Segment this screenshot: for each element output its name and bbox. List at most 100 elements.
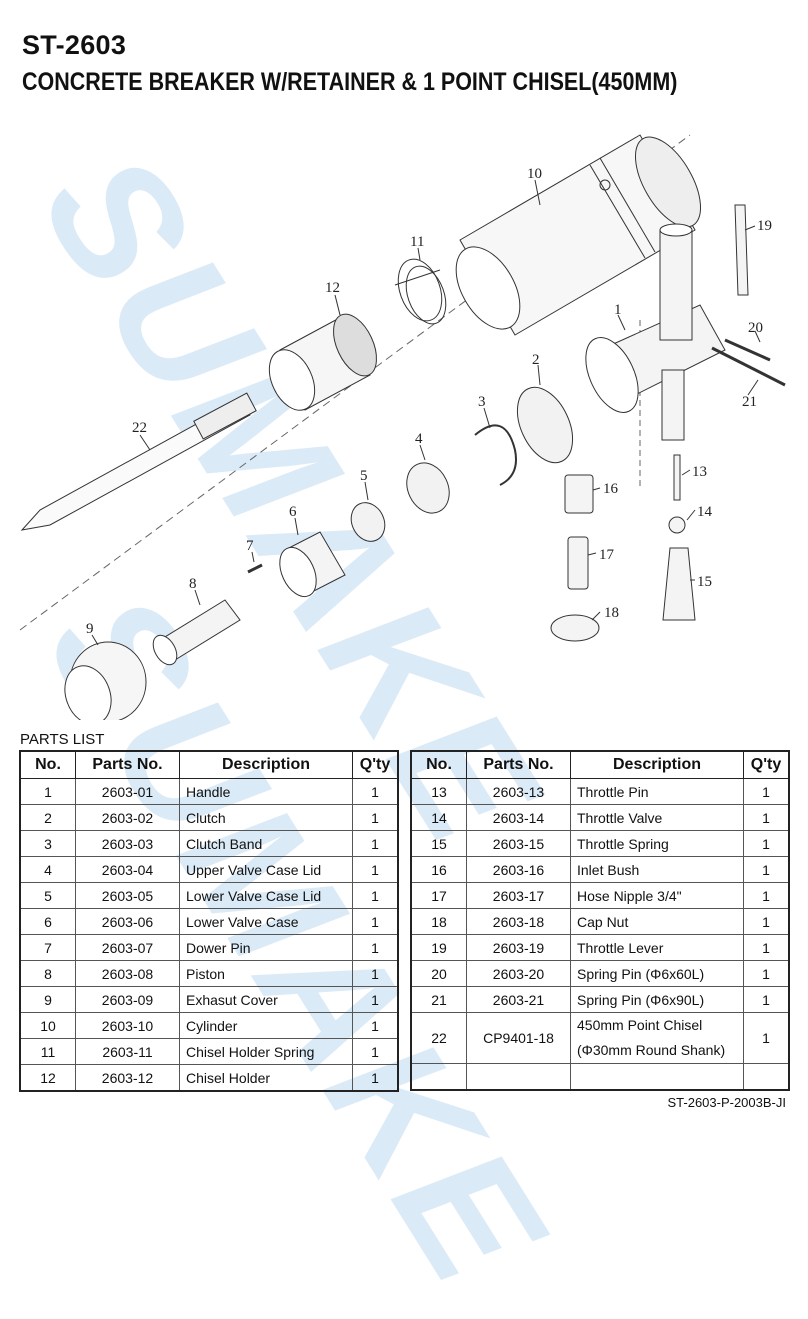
- part-cap-nut-shape: [550, 614, 600, 642]
- cell-description: Piston: [179, 960, 353, 987]
- callout-18: 18: [604, 605, 619, 621]
- cell-qty: 1: [352, 908, 399, 935]
- cell-description: Hose Nipple 3/4": [570, 882, 744, 909]
- callout-10: 10: [527, 166, 542, 182]
- callout-8: 8: [189, 576, 197, 592]
- cell-no: 20: [410, 960, 467, 987]
- cell-empty: [570, 1063, 744, 1091]
- part-chisel-holder-shape: [268, 313, 377, 411]
- cell-qty: 1: [743, 830, 790, 857]
- cell-parts-no: 2603-07: [75, 934, 180, 961]
- part-spring-pin-60-shape: [724, 338, 771, 362]
- callout-2: 2: [532, 352, 540, 368]
- header-no: No.: [410, 750, 467, 779]
- cell-description: Throttle Lever: [570, 934, 744, 961]
- exploded-parts-diagram: 10 11 12 1 2 3 4 5 6 7 8 9 22 19 20 21 1…: [19, 134, 786, 720]
- part-cylinder-shape: [455, 134, 702, 336]
- header-description: Description: [179, 750, 353, 779]
- cell-parts-no: 2603-03: [75, 830, 180, 857]
- cell-qty: 1: [352, 1012, 399, 1039]
- callout-11: 11: [410, 234, 424, 250]
- callout-1: 1: [614, 302, 622, 318]
- cell-no: 1: [19, 778, 76, 805]
- part-throttle-pin-shape: [673, 454, 681, 501]
- header-parts-no: Parts No.: [75, 750, 180, 779]
- cell-qty: 1: [352, 882, 399, 909]
- part-point-chisel-shape: [20, 392, 257, 531]
- cell-description: Clutch: [179, 804, 353, 831]
- callout-22: 22: [132, 420, 147, 436]
- cell-description: Clutch Band: [179, 830, 353, 857]
- header-no: No.: [19, 750, 76, 779]
- part-chisel-holder-spring-shape: [394, 258, 447, 325]
- cell-parts-no: 2603-05: [75, 882, 180, 909]
- cell-qty: 1: [743, 856, 790, 883]
- cell-no: 6: [19, 908, 76, 935]
- cell-parts-no: 2603-01: [75, 778, 180, 805]
- part-throttle-valve-shape: [668, 516, 686, 534]
- part-hose-nipple-shape: [567, 536, 589, 590]
- cell-description: Chisel Holder Spring: [179, 1038, 353, 1065]
- part-throttle-lever-shape: [734, 204, 749, 296]
- header-description: Description: [570, 750, 744, 779]
- cell-parts-no: CP9401-18: [466, 1012, 571, 1064]
- cell-no: 2: [19, 804, 76, 831]
- cell-no: 19: [410, 934, 467, 961]
- cell-qty: 1: [352, 934, 399, 961]
- cell-qty: 1: [352, 1064, 399, 1092]
- cell-description: Lower Valve Case: [179, 908, 353, 935]
- cell-no: 11: [19, 1038, 76, 1065]
- part-clutch-shape: [516, 386, 574, 464]
- cell-qty: 1: [743, 934, 790, 961]
- part-clutch-band-shape: [474, 424, 517, 486]
- cell-parts-no: 2603-16: [466, 856, 571, 883]
- cell-empty: [743, 1063, 790, 1091]
- cell-no: 15: [410, 830, 467, 857]
- cell-no: 10: [19, 1012, 76, 1039]
- table-header-row: No. Parts No. Description Q'ty: [410, 750, 790, 779]
- cell-qty: 1: [352, 856, 399, 883]
- cell-description: Spring Pin (Φ6x60L): [570, 960, 744, 987]
- cell-parts-no: 2603-04: [75, 856, 180, 883]
- cell-description: Inlet Bush: [570, 856, 744, 883]
- cell-parts-no: 2603-21: [466, 986, 571, 1013]
- description-line-2: (Φ30mm Round Shank): [577, 1042, 726, 1058]
- cell-qty: 1: [352, 778, 399, 805]
- callout-16: 16: [603, 481, 619, 497]
- header-qty: Q'ty: [743, 750, 790, 779]
- callout-6: 6: [289, 504, 297, 520]
- cell-no: 13: [410, 778, 467, 805]
- cell-no: 9: [19, 986, 76, 1013]
- part-spring-pin-90-shape: [711, 346, 786, 387]
- cell-parts-no: 2603-15: [466, 830, 571, 857]
- cell-qty: 1: [352, 830, 399, 857]
- product-title: CONCRETE BREAKER W/RETAINER & 1 POINT CH…: [22, 68, 678, 96]
- cell-no: 8: [19, 960, 76, 987]
- table-header-row: No. Parts No. Description Q'ty: [19, 750, 399, 779]
- cell-description: Upper Valve Case Lid: [179, 856, 353, 883]
- part-lower-valve-case-shape: [279, 531, 346, 598]
- cell-no: 3: [19, 830, 76, 857]
- part-throttle-spring-shape: [662, 547, 696, 621]
- cell-qty: 1: [352, 986, 399, 1013]
- cell-qty: 1: [743, 804, 790, 831]
- cell-no: 7: [19, 934, 76, 961]
- cell-no: 14: [410, 804, 467, 831]
- part-piston-shape: [152, 599, 241, 666]
- cell-description: Cylinder: [179, 1012, 353, 1039]
- cell-qty: 1: [352, 960, 399, 987]
- callout-3: 3: [478, 394, 486, 410]
- cell-qty: 1: [743, 908, 790, 935]
- cell-parts-no: 2603-17: [466, 882, 571, 909]
- callout-14: 14: [697, 504, 713, 520]
- callout-9: 9: [86, 621, 94, 637]
- cell-parts-no: 2603-02: [75, 804, 180, 831]
